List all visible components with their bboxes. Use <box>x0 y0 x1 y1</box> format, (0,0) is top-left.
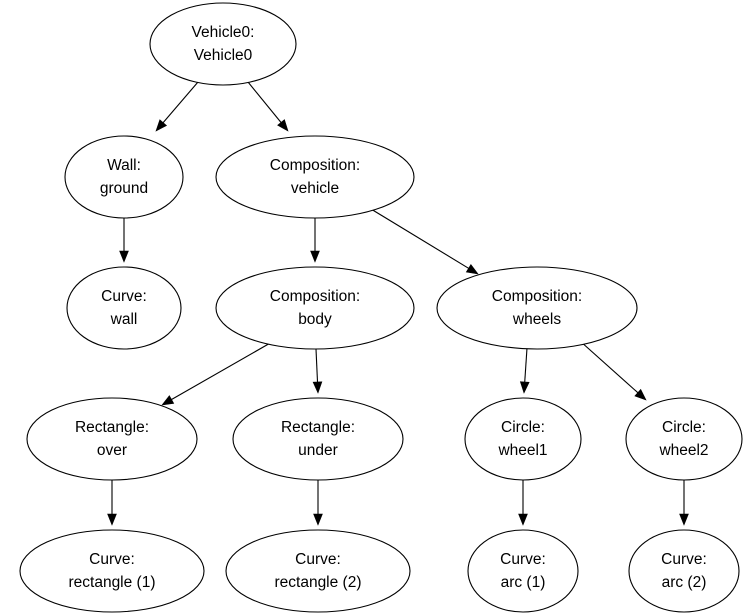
graph-edge <box>579 340 647 401</box>
graph-node-vehicle0[interactable]: Vehicle0: Vehicle0 <box>149 2 297 86</box>
node-label-line2: wheels <box>512 311 561 328</box>
node-label-line2: wall <box>110 311 138 328</box>
node-ellipse[interactable] <box>625 397 743 481</box>
graph-node-arc2[interactable]: Curve: arc (2) <box>628 529 740 613</box>
edge-arrowhead-icon <box>310 250 320 263</box>
edge-arrowhead-icon <box>634 388 647 401</box>
edge-arrowhead-icon <box>155 119 168 132</box>
node-label-line2: rectangle (1) <box>68 574 155 591</box>
node-label-line1: Curve: <box>661 551 707 568</box>
graph-edge <box>519 347 530 394</box>
graph-edge <box>370 208 479 275</box>
graph-edge <box>155 81 199 132</box>
edge-arrowhead-icon <box>519 381 530 394</box>
node-label-line2: arc (1) <box>501 574 546 591</box>
node-label-line1: Circle: <box>501 419 545 436</box>
graph-edge <box>247 81 289 132</box>
graph-node-under[interactable]: Rectangle: under <box>232 397 404 481</box>
node-label-line1: Composition: <box>270 157 360 174</box>
node-ellipse[interactable] <box>467 529 579 613</box>
node-label-line2: wheel2 <box>658 442 708 459</box>
edge-line <box>247 81 282 123</box>
nodes-layer: Vehicle0:Vehicle0Wall:groundComposition:… <box>19 2 743 613</box>
node-label-line2: over <box>97 442 127 459</box>
node-label-line2: wheel1 <box>497 442 547 459</box>
graph-edge <box>161 341 273 406</box>
edge-line <box>171 341 273 401</box>
node-label-line2: ground <box>100 180 148 197</box>
edge-line <box>162 81 199 124</box>
node-label-line2: body <box>298 311 332 328</box>
edge-line <box>579 340 639 394</box>
edge-arrowhead-icon <box>679 513 689 526</box>
node-ellipse[interactable] <box>215 135 415 219</box>
graph-node-over[interactable]: Rectangle: over <box>26 397 198 481</box>
graph-edge <box>518 480 528 526</box>
node-label-line1: Rectangle: <box>75 419 149 436</box>
node-label-line1: Composition: <box>492 288 582 305</box>
node-label-line2: under <box>298 442 338 459</box>
edges-layer <box>107 81 689 526</box>
graph-node-vehicle[interactable]: Composition: vehicle <box>215 135 415 219</box>
node-ellipse[interactable] <box>26 397 198 481</box>
graph-edge <box>107 480 117 526</box>
edge-arrowhead-icon <box>107 513 117 526</box>
graph-edge <box>119 218 129 263</box>
node-label-line2: vehicle <box>291 180 339 197</box>
edge-arrowhead-icon <box>518 513 528 526</box>
node-label-line1: Curve: <box>295 551 341 568</box>
graph-edge <box>312 348 323 394</box>
edge-arrowhead-icon <box>277 119 289 132</box>
node-label-line1: Circle: <box>662 419 706 436</box>
node-ellipse[interactable] <box>64 135 184 219</box>
graph-edge <box>679 480 689 526</box>
edge-arrowhead-icon <box>312 381 323 394</box>
graph-node-wheel1[interactable]: Circle: wheel1 <box>464 397 582 481</box>
node-ellipse[interactable] <box>628 529 740 613</box>
edge-arrowhead-icon <box>161 395 175 406</box>
node-ellipse[interactable] <box>66 266 182 350</box>
node-label-line1: Rectangle: <box>281 419 355 436</box>
graph-edge <box>310 218 320 263</box>
node-label-line1: Curve: <box>500 551 546 568</box>
graph-node-wall[interactable]: Wall: ground <box>64 135 184 219</box>
edge-line <box>524 347 528 383</box>
node-label-line1: Vehicle0: <box>192 24 255 41</box>
edge-line <box>370 208 469 269</box>
node-label-line2: Vehicle0 <box>194 47 253 64</box>
graph-node-rect1[interactable]: Curve: rectangle (1) <box>19 529 205 613</box>
graph-node-body[interactable]: Composition: body <box>215 266 415 350</box>
edge-arrowhead-icon <box>465 263 479 275</box>
graph-node-wheel2[interactable]: Circle: wheel2 <box>625 397 743 481</box>
node-ellipse[interactable] <box>464 397 582 481</box>
node-label-line1: Curve: <box>89 551 135 568</box>
node-ellipse[interactable] <box>19 529 205 613</box>
graph-node-arc1[interactable]: Curve: arc (1) <box>467 529 579 613</box>
node-label-line1: Composition: <box>270 288 360 305</box>
node-ellipse[interactable] <box>149 2 297 86</box>
graph-node-rect2[interactable]: Curve: rectangle (2) <box>225 529 411 613</box>
node-label-line2: arc (2) <box>662 574 707 591</box>
node-ellipse[interactable] <box>232 397 404 481</box>
node-label-line1: Curve: <box>101 288 147 305</box>
node-label-line2: rectangle (2) <box>274 574 361 591</box>
node-ellipse[interactable] <box>436 266 638 350</box>
graph-edge <box>313 480 323 526</box>
graph-node-wheels[interactable]: Composition: wheels <box>436 266 638 350</box>
edge-arrowhead-icon <box>313 513 323 526</box>
edge-arrowhead-icon <box>119 250 129 263</box>
node-label-line1: Wall: <box>107 157 141 174</box>
node-ellipse[interactable] <box>225 529 411 613</box>
edge-line <box>315 348 319 383</box>
graph-node-curvewall[interactable]: Curve: wall <box>66 266 182 350</box>
node-ellipse[interactable] <box>215 266 415 350</box>
